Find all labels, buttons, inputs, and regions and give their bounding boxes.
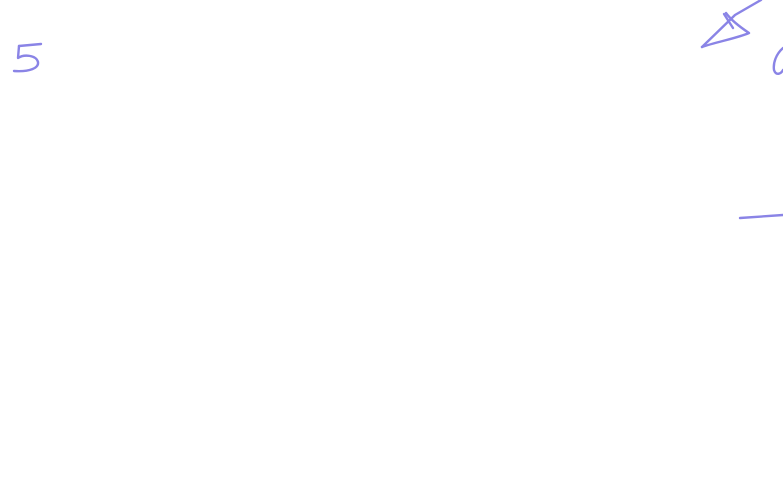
- digit-six-partial-stroke: [772, 46, 783, 75]
- arrow-icon: [700, 0, 763, 49]
- digit-five-stroke: [12, 42, 43, 73]
- dash-icon: [738, 213, 783, 220]
